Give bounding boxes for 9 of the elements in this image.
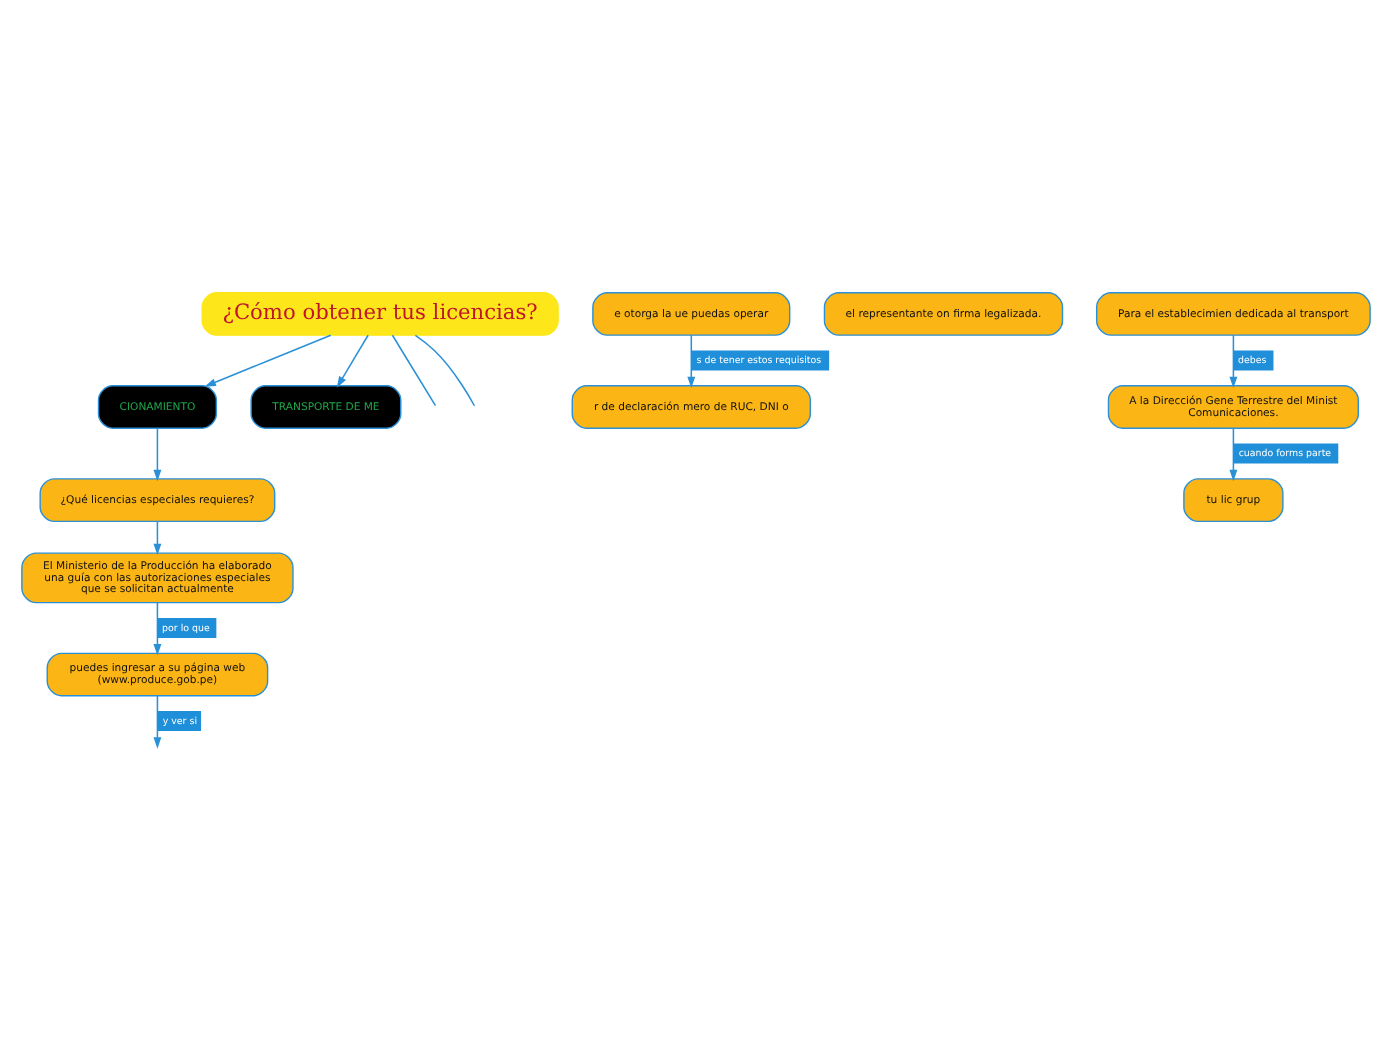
arrow [153, 695, 162, 749]
arrow [204, 334, 332, 387]
arrow [153, 520, 162, 556]
connector [414, 334, 476, 407]
arrow [1229, 334, 1238, 389]
node-box: ¿Cómo obtener tus licencias? [201, 292, 559, 336]
arrow [153, 427, 162, 482]
connector [391, 334, 437, 407]
arrow [336, 334, 369, 388]
